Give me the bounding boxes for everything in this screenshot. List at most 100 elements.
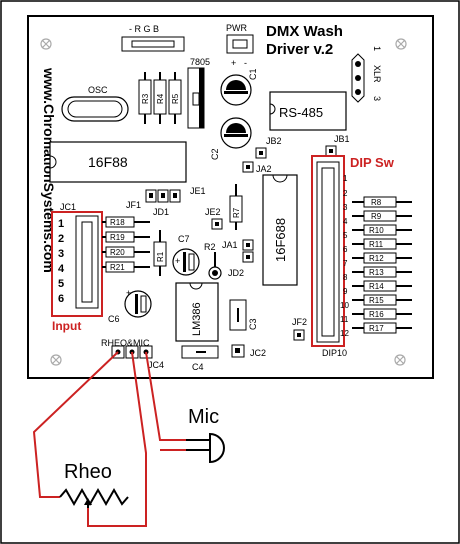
rs485-chip xyxy=(269,91,347,131)
svg-text:JC2: JC2 xyxy=(250,348,266,358)
dip-pins-and-resistors: 1 2 3 4 5 6 7 8 9 10 11 12 R8 R9 R10 xyxy=(340,174,412,338)
svg-text:R20: R20 xyxy=(110,248,125,257)
svg-text:3: 3 xyxy=(372,96,382,101)
svg-text:JE1: JE1 xyxy=(190,186,206,196)
svg-text:R3: R3 xyxy=(141,93,150,104)
svg-text:R12: R12 xyxy=(369,254,384,263)
svg-text:9: 9 xyxy=(343,287,348,296)
dip-title: DIP Sw xyxy=(350,155,395,170)
dip-highlight xyxy=(311,155,345,347)
svg-text:+: + xyxy=(231,58,236,68)
svg-text:JF2: JF2 xyxy=(292,317,307,327)
svg-text:+: + xyxy=(175,256,180,266)
svg-text:R9: R9 xyxy=(371,212,382,221)
svg-text:10: 10 xyxy=(340,301,349,310)
svg-text:4: 4 xyxy=(343,217,348,226)
svg-text:-: - xyxy=(244,58,247,68)
svg-text:R10: R10 xyxy=(369,226,384,235)
input-highlight xyxy=(51,211,103,317)
svg-text:2: 2 xyxy=(343,189,348,198)
svg-text:C1: C1 xyxy=(248,68,258,80)
svg-text:R4: R4 xyxy=(156,93,165,104)
xlr-connector: 1 XLR 3 xyxy=(351,46,382,103)
svg-text:C6: C6 xyxy=(108,314,120,324)
svg-text:C4: C4 xyxy=(192,362,204,372)
svg-text:R5: R5 xyxy=(171,93,180,104)
svg-text:16F88: 16F88 xyxy=(88,154,128,170)
ic-16f88 xyxy=(49,141,187,183)
svg-text:R11: R11 xyxy=(369,240,384,249)
svg-text:JB2: JB2 xyxy=(266,136,282,146)
ic-16f688 xyxy=(262,174,298,286)
svg-text:C3: C3 xyxy=(248,318,258,330)
svg-text:5: 5 xyxy=(343,231,348,240)
svg-text:JA1: JA1 xyxy=(222,240,238,250)
svg-text:R13: R13 xyxy=(369,268,384,277)
mic-symbol xyxy=(209,432,225,464)
pcb-outline xyxy=(27,15,434,379)
svg-text:R16: R16 xyxy=(369,310,384,319)
svg-text:+: + xyxy=(126,288,131,298)
svg-text:JF1: JF1 xyxy=(126,200,141,210)
svg-text:12: 12 xyxy=(340,329,349,338)
mounting-holes xyxy=(40,38,407,366)
reg-7805-label: 7805 xyxy=(190,57,210,67)
svg-text:LM386: LM386 xyxy=(191,302,203,336)
ic-lm386 xyxy=(175,282,219,342)
svg-text:C7: C7 xyxy=(178,234,190,244)
svg-text:3: 3 xyxy=(343,203,348,212)
svg-text:RS-485: RS-485 xyxy=(279,105,323,120)
svg-text:C2: C2 xyxy=(210,148,220,160)
r1-resistor xyxy=(153,241,167,267)
rheo-mic-label: RHEO&MIC xyxy=(101,338,150,348)
svg-text:R7: R7 xyxy=(232,207,241,218)
svg-text:XLR: XLR xyxy=(372,65,382,83)
svg-text:1: 1 xyxy=(372,46,382,51)
svg-text:R18: R18 xyxy=(110,218,125,227)
svg-text:1: 1 xyxy=(58,218,64,230)
svg-text:JD2: JD2 xyxy=(228,268,244,278)
svg-text:5: 5 xyxy=(58,278,64,290)
svg-text:DIP10: DIP10 xyxy=(322,348,347,358)
svg-text:R17: R17 xyxy=(369,324,384,333)
mic-label: Mic xyxy=(188,406,219,428)
board-title-line2: Driver v.2 xyxy=(266,41,333,58)
svg-text:1: 1 xyxy=(343,174,348,183)
svg-text:R8: R8 xyxy=(371,198,382,207)
pwr-label: PWR xyxy=(226,23,247,33)
svg-text:16F688: 16F688 xyxy=(273,218,288,262)
external-wiring xyxy=(32,351,186,527)
je1-jf1-jd1-jumpers: JE1 JF1 JD1 xyxy=(126,186,206,217)
svg-text:7: 7 xyxy=(343,259,348,268)
svg-text:3: 3 xyxy=(58,248,64,260)
svg-text:JA2: JA2 xyxy=(256,164,272,174)
svg-text:8: 8 xyxy=(343,273,348,282)
osc-label: OSC xyxy=(88,85,108,95)
input-title: Input xyxy=(52,319,81,333)
rheo-label: Rheo xyxy=(64,461,112,483)
svg-text:11: 11 xyxy=(340,315,349,324)
svg-text:JD1: JD1 xyxy=(153,207,169,217)
rgb-header-label: - R G B xyxy=(129,24,159,34)
r3-r4-r5-resistors: R3 R4 R5 xyxy=(138,72,182,124)
svg-text:R15: R15 xyxy=(369,296,384,305)
svg-text:6: 6 xyxy=(58,293,64,305)
svg-text:JC1: JC1 xyxy=(60,202,76,212)
svg-text:JC4: JC4 xyxy=(148,360,164,370)
svg-text:R2: R2 xyxy=(204,242,216,252)
svg-text:R14: R14 xyxy=(369,282,384,291)
r7-resistor xyxy=(229,195,243,223)
rheostat-symbol xyxy=(59,487,129,507)
r18-r21-resistors: R18 R19 R20 R21 xyxy=(102,216,150,273)
svg-text:JE2: JE2 xyxy=(205,207,221,217)
svg-text:R1: R1 xyxy=(156,251,165,262)
svg-text:2: 2 xyxy=(58,233,64,245)
svg-text:4: 4 xyxy=(58,263,65,275)
svg-text:6: 6 xyxy=(343,245,348,254)
svg-text:R19: R19 xyxy=(110,233,125,242)
board-title-line1: DMX Wash xyxy=(266,23,343,40)
svg-text:R21: R21 xyxy=(110,263,125,272)
